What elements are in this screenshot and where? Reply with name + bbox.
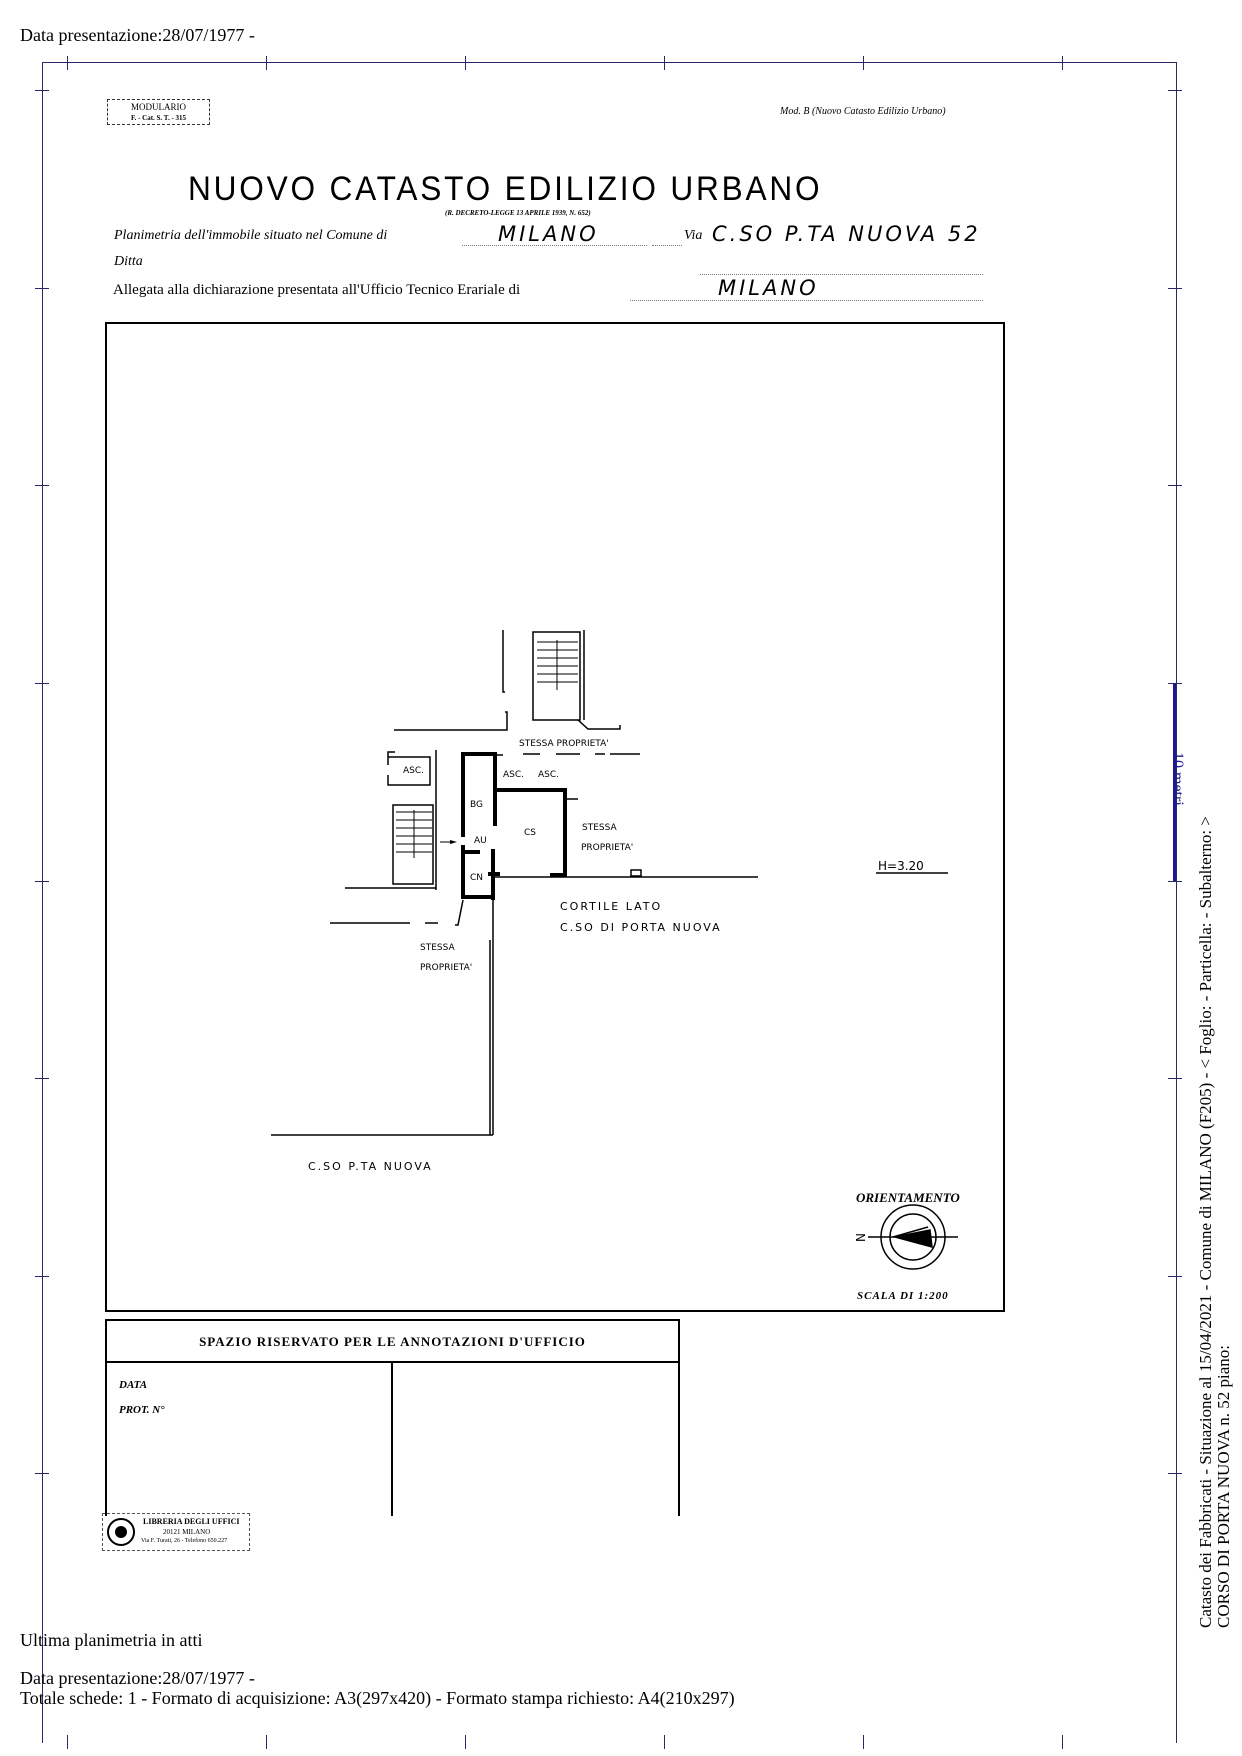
frame-tick xyxy=(465,56,466,70)
frame-tick xyxy=(67,56,68,70)
decreto-line: (R. DECRETO-LEGGE 13 APRILE 1939, N. 652… xyxy=(445,209,591,217)
stamp-line2: 20121 MILANO xyxy=(163,1528,211,1536)
label-cortile-1: CORTILE LATO xyxy=(560,900,662,913)
frame-tick xyxy=(1168,1078,1182,1079)
scala-label: SCALA DI 1:200 xyxy=(857,1290,949,1302)
annotations-header: SPAZIO RISERVATO PER LE ANNOTAZIONI D'UF… xyxy=(107,1321,678,1363)
stamp-line3: Via F. Turati, 26 - Telefono 650.227 xyxy=(141,1538,228,1544)
label-cn: CN xyxy=(470,873,483,883)
side-info-line1: Catasto dei Fabbricati - Situazione al 1… xyxy=(1196,816,1215,1628)
header-date: Data presentazione:28/07/1977 - xyxy=(20,25,255,45)
mod-b-label: Mod. B (Nuovo Catasto Edilizio Urbano) xyxy=(780,106,946,117)
libreria-stamp: LIBRERIA DEGLI UFFICI 20121 MILANO Via F… xyxy=(102,1513,250,1551)
frame-tick xyxy=(1168,881,1182,882)
stair-top-steps xyxy=(537,640,578,690)
frame-tick xyxy=(266,56,267,70)
data-label: DATA xyxy=(119,1379,148,1391)
orientamento-label: ORIENTAMENTO xyxy=(856,1190,960,1205)
via-value: C.SO P.TA NUOVA 52 xyxy=(712,222,981,246)
frame-tick xyxy=(35,881,49,882)
label-stessa-bottom-2: PROPRIETA' xyxy=(420,963,472,973)
frame-tick xyxy=(35,1276,49,1277)
label-asc2: ASC. xyxy=(538,770,559,780)
frame-tick xyxy=(1062,56,1063,70)
frame-tick xyxy=(35,90,49,91)
label-height: H=3.20 xyxy=(878,859,924,873)
label-cortile-2: C.SO DI PORTA NUOVA xyxy=(560,921,722,934)
footer-totale: Totale schede: 1 - Formato di acquisizio… xyxy=(20,1688,735,1708)
side-info-line2: CORSO DI PORTA NUOVA n. 52 piano: xyxy=(1214,1344,1233,1628)
page-frame xyxy=(42,62,1177,1743)
prot-label: PROT. N° xyxy=(119,1404,165,1416)
label-au: AU xyxy=(474,836,487,846)
modulario-line2: F. - Cat. S. T. - 315 xyxy=(130,114,187,122)
scale-label: 10 metri xyxy=(1169,752,1186,806)
frame-tick xyxy=(35,1078,49,1079)
planimetria-label: Planimetria dell'immobile situato nel Co… xyxy=(114,228,388,243)
frame-tick xyxy=(1168,90,1182,91)
frame-tick xyxy=(35,485,49,486)
unit-walls xyxy=(461,752,567,900)
frame-tick xyxy=(67,1735,68,1749)
label-street: C.SO P.TA NUOVA xyxy=(308,1160,433,1173)
footer-date: Data presentazione:28/07/1977 - xyxy=(20,1668,255,1688)
frame-tick xyxy=(1168,1276,1182,1277)
stair-left xyxy=(392,804,434,885)
comune-value: MILANO xyxy=(498,222,599,246)
form-title: NUOVO CATASTO EDILIZIO URBANO xyxy=(188,170,823,208)
frame-tick xyxy=(35,288,49,289)
frame-tick xyxy=(1168,485,1182,486)
allegata-label: Allegata alla dichiarazione presentata a… xyxy=(113,282,521,298)
footer-ultima: Ultima planimetria in atti xyxy=(20,1630,203,1650)
label-cs: CS xyxy=(524,828,536,838)
frame-tick xyxy=(1062,1735,1063,1749)
ditta-label: Ditta xyxy=(114,254,143,269)
scale-bar xyxy=(1173,683,1176,881)
frame-tick xyxy=(465,1735,466,1749)
label-stessa-bottom-1: STESSA xyxy=(420,943,455,953)
frame-tick xyxy=(664,56,665,70)
frame-tick xyxy=(35,1473,49,1474)
frame-tick xyxy=(1168,1473,1182,1474)
via-label: Via xyxy=(684,228,703,243)
plan-box xyxy=(105,322,1005,1312)
label-stessa-right-2: PROPRIETA' xyxy=(581,843,633,853)
frame-tick xyxy=(863,1735,864,1749)
stair-top xyxy=(532,631,581,721)
frame-tick xyxy=(664,1735,665,1749)
annotations-divider xyxy=(391,1361,393,1516)
frame-tick xyxy=(266,1735,267,1749)
frame-tick xyxy=(863,56,864,70)
label-asc-left: ASC. xyxy=(403,766,424,776)
label-stessa-top: STESSA PROPRIETA' xyxy=(519,739,609,749)
north-label: N xyxy=(854,1233,868,1242)
frame-tick xyxy=(1168,288,1182,289)
entrance-arrow-icon xyxy=(450,840,457,844)
compass-arrow xyxy=(894,1229,933,1249)
frame-tick xyxy=(35,683,49,684)
plan-walls xyxy=(271,630,958,1270)
stamp-line1: LIBRERIA DEGLI UFFICI xyxy=(143,1517,240,1526)
stamp-logo-icon xyxy=(107,1518,135,1546)
ufficio-value: MILANO xyxy=(718,276,819,300)
label-asc1: ASC. xyxy=(503,770,524,780)
modulario-box: MODULARIO F. - Cat. S. T. - 315 xyxy=(107,99,210,125)
annotations-box: SPAZIO RISERVATO PER LE ANNOTAZIONI D'UF… xyxy=(105,1319,680,1516)
modulario-line1: MODULARIO xyxy=(131,102,186,112)
label-stessa-right-1: STESSA xyxy=(582,823,617,833)
label-bg: BG xyxy=(470,800,483,810)
